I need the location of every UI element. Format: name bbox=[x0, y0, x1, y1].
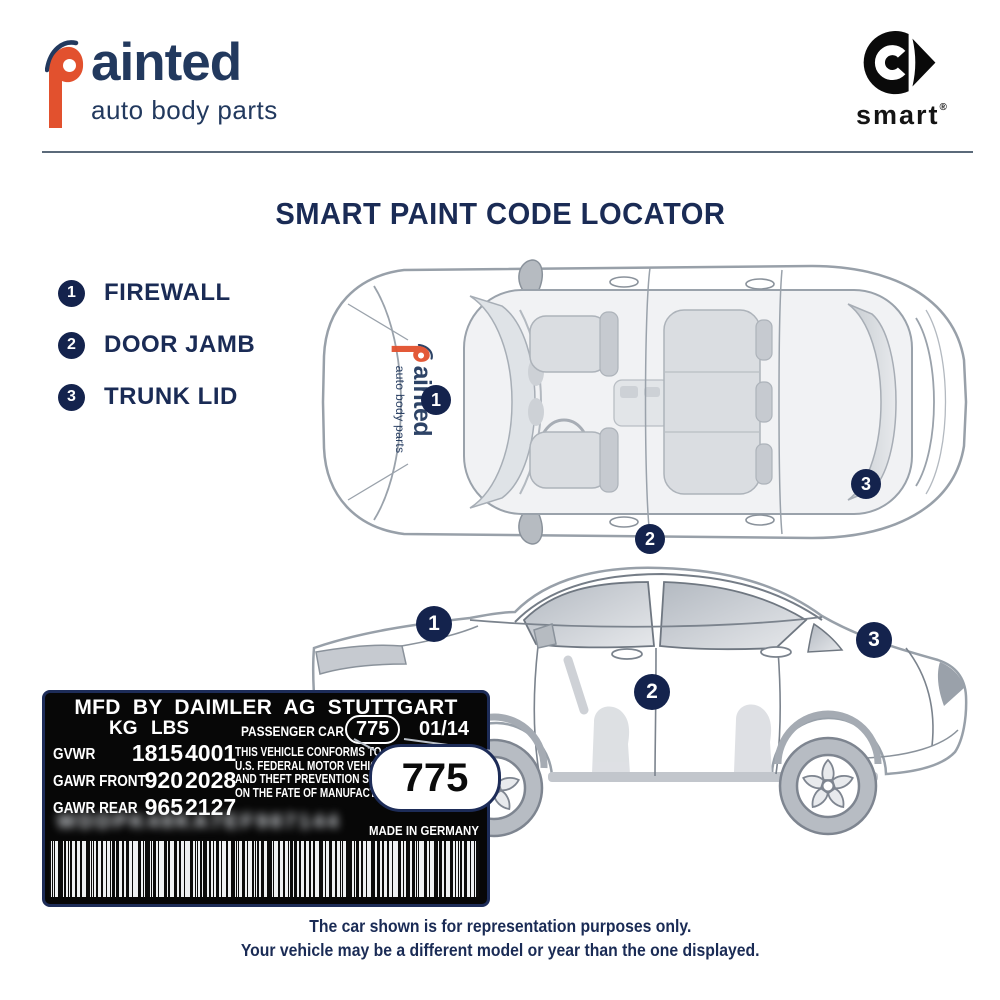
marker-side-3-trunk-lid: 3 bbox=[856, 622, 892, 658]
smart-logo bbox=[861, 31, 939, 103]
plate-date: 01/14 bbox=[419, 718, 470, 740]
smart-wordmark: smart® bbox=[856, 100, 947, 130]
painted-logo: ainted auto body parts bbox=[45, 33, 278, 132]
plate-row-gawr-front: GAWR FRONT 920 2028 bbox=[53, 767, 237, 793]
legend-item-door-jamb: 2 DOOR JAMB bbox=[58, 331, 255, 359]
brand-tagline: auto body parts bbox=[91, 95, 278, 125]
disclaimer: The car shown is for representation purp… bbox=[0, 915, 1000, 962]
watermark-p-icon bbox=[391, 344, 433, 362]
plate-header: MFD BY DAIMLER AG STUTTGART bbox=[74, 696, 458, 719]
legend-num-1: 1 bbox=[58, 279, 85, 307]
marker-top-3-trunk-lid: 3 bbox=[851, 469, 881, 499]
legend-num-2: 2 bbox=[58, 331, 85, 359]
hood-watermark-logo: ainted auto body parts bbox=[391, 344, 733, 453]
marker-top-1-firewall: 1 bbox=[421, 385, 451, 415]
car-side-view-illustration bbox=[311, 566, 968, 838]
plate-col-lbs: LBS bbox=[151, 718, 189, 739]
page-title: SMART PAINT CODE LOCATOR bbox=[275, 196, 725, 231]
legend-num-3: 3 bbox=[58, 383, 85, 411]
marker-side-2-door-jamb: 2 bbox=[634, 674, 670, 710]
car-top-view-illustration bbox=[321, 259, 968, 545]
plate-row-gvwr: GVWR 1815 4001 bbox=[53, 740, 237, 766]
legend-item-firewall: 1 FIREWALL bbox=[58, 279, 255, 307]
header-divider bbox=[42, 151, 973, 153]
plate-vin-blurred: WDDPK48KA7EF987144 bbox=[57, 811, 342, 833]
legend-item-trunk-lid: 3 TRUNK LID bbox=[58, 383, 255, 411]
brand-name: ainted bbox=[91, 33, 242, 92]
watermark-tagline: auto body parts bbox=[393, 365, 408, 454]
paint-code-callout: 775 bbox=[369, 744, 501, 812]
disclaimer-line-1: The car shown is for representation purp… bbox=[308, 916, 692, 936]
legend: 1 FIREWALL 2 DOOR JAMB 3 TRUNK LID bbox=[58, 279, 255, 411]
plate-col-kg: KG bbox=[109, 718, 138, 739]
marker-side-1-firewall: 1 bbox=[416, 606, 452, 642]
disclaimer-line-2: Your vehicle may be a different model or… bbox=[240, 939, 760, 960]
plate-paint-code-oval: 775 bbox=[345, 715, 401, 744]
registered-mark: ® bbox=[939, 102, 947, 113]
marker-top-2-door-jamb: 2 bbox=[635, 524, 665, 554]
plate-barcode bbox=[49, 841, 479, 897]
rear-wheel bbox=[778, 736, 878, 836]
painted-p-icon bbox=[45, 40, 84, 128]
plate-row-gawr-rear: GAWR REAR 965 2127 bbox=[53, 794, 237, 820]
vehicle-data-plate: MFD BY DAIMLER AG STUTTGART KG LBS PASSE… bbox=[42, 690, 490, 907]
smart-emblem-icon bbox=[863, 31, 936, 95]
plate-passenger-car: PASSENGER CAR bbox=[241, 723, 344, 739]
plate-made-in: MADE IN GERMANY bbox=[369, 823, 479, 838]
